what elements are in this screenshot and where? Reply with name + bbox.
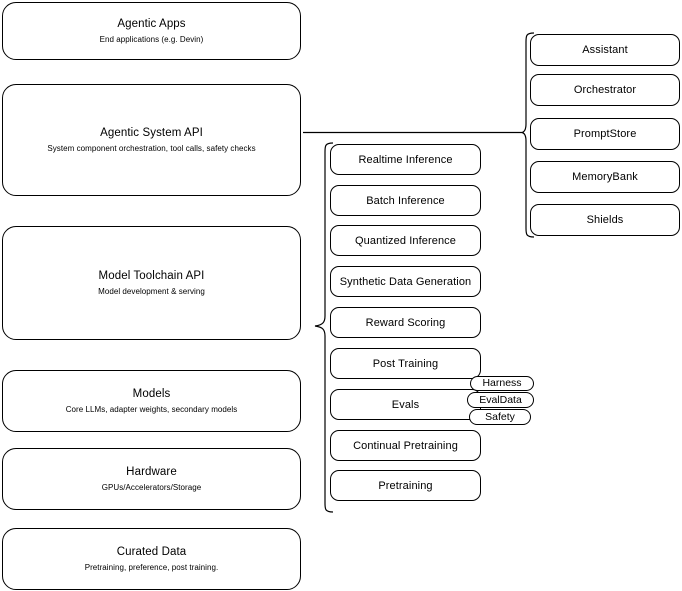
component-quantized-inference[interactable]: Quantized Inference (330, 225, 481, 256)
component-label: Quantized Inference (355, 234, 456, 247)
component-label: Shields (586, 214, 624, 226)
layer-subtitle: Model development & serving (98, 287, 205, 296)
component-label: PromptStore (573, 128, 637, 140)
pill-evaldata[interactable]: EvalData (467, 392, 534, 408)
component-label: MemoryBank (572, 171, 638, 183)
pill-label: Safety (485, 410, 515, 423)
component-label: Continual Pretraining (353, 439, 458, 452)
layer-subtitle: Core LLMs, adapter weights, secondary mo… (65, 405, 238, 414)
component-shields[interactable]: Shields (530, 204, 680, 236)
layer-title: Hardware (126, 466, 177, 478)
layer-title: Agentic System API (100, 127, 203, 139)
pill-harness[interactable]: Harness (470, 376, 534, 391)
layer-hardware[interactable]: Hardware GPUs/Accelerators/Storage (2, 448, 301, 510)
component-label: Realtime Inference (358, 153, 453, 166)
layer-title: Models (132, 388, 171, 400)
layer-subtitle: End applications (e.g. Devin) (99, 35, 204, 44)
pill-label: Harness (482, 377, 522, 390)
component-batch-inference[interactable]: Batch Inference (330, 185, 481, 216)
layer-subtitle: GPUs/Accelerators/Storage (101, 483, 202, 492)
layer-agentic-system-api[interactable]: Agentic System API System component orch… (2, 84, 301, 196)
component-label: Post Training (372, 357, 439, 370)
component-reward-scoring[interactable]: Reward Scoring (330, 307, 481, 338)
component-label: Batch Inference (366, 194, 445, 207)
pill-label: EvalData (479, 393, 522, 406)
layer-subtitle: Pretraining, preference, post training. (84, 563, 219, 572)
component-label: Reward Scoring (365, 316, 446, 329)
component-label: Synthetic Data Generation (339, 275, 472, 288)
component-post-training[interactable]: Post Training (330, 348, 481, 379)
component-continual-pretraining[interactable]: Continual Pretraining (330, 430, 481, 461)
layer-subtitle: System component orchestration, tool cal… (47, 144, 256, 153)
pill-safety[interactable]: Safety (469, 409, 531, 425)
layer-agentic-apps[interactable]: Agentic Apps End applications (e.g. Devi… (2, 2, 301, 60)
component-evals[interactable]: Evals (330, 389, 481, 420)
component-memorybank[interactable]: MemoryBank (530, 161, 680, 193)
component-assistant[interactable]: Assistant (530, 34, 680, 66)
layer-model-toolchain-api[interactable]: Model Toolchain API Model development & … (2, 226, 301, 340)
layer-title: Curated Data (116, 546, 187, 558)
component-orchestrator[interactable]: Orchestrator (530, 74, 680, 106)
component-label: Orchestrator (573, 84, 637, 96)
component-realtime-inference[interactable]: Realtime Inference (330, 144, 481, 175)
component-label: Pretraining (378, 479, 433, 492)
component-label: Evals (391, 398, 420, 411)
layer-title: Agentic Apps (117, 18, 186, 30)
layer-curated-data[interactable]: Curated Data Pretraining, preference, po… (2, 528, 301, 590)
layer-models[interactable]: Models Core LLMs, adapter weights, secon… (2, 370, 301, 432)
component-promptstore[interactable]: PromptStore (530, 118, 680, 150)
component-label: Assistant (582, 44, 628, 56)
component-pretraining[interactable]: Pretraining (330, 470, 481, 501)
layer-title: Model Toolchain API (98, 270, 205, 282)
component-synthetic-data-generation[interactable]: Synthetic Data Generation (330, 266, 481, 297)
